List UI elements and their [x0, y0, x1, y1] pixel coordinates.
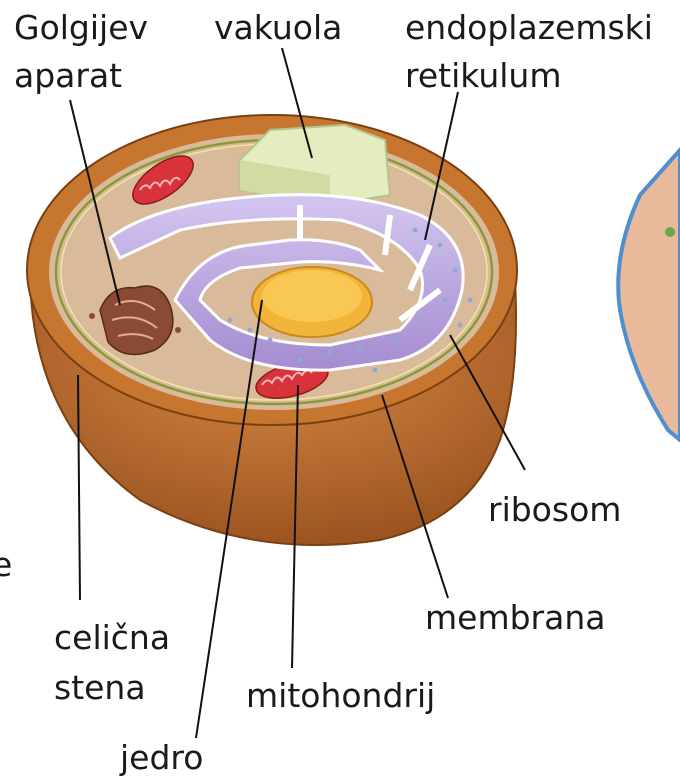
ribosome-label: ribosom: [488, 490, 621, 530]
left-edge-fragment: e: [0, 545, 12, 585]
er-label-line1: endoplazemski: [405, 8, 653, 48]
membrane-label: membrana: [425, 598, 605, 638]
vacuole-shape: [240, 125, 390, 205]
cell-wall-label-line1: celična: [54, 618, 170, 658]
cell-wall-label-line2: stena: [54, 668, 146, 708]
golgi-label-line1: Golgijev: [14, 8, 148, 48]
vacuole-label: vakuola: [214, 8, 342, 48]
nucleus-label: jedro: [120, 738, 203, 778]
nucleus-shape: [252, 267, 372, 337]
mitochondrion-label: mitohondrij: [246, 676, 435, 716]
er-label-line2: retikulum: [405, 56, 562, 96]
neighbor-cell: [618, 150, 680, 440]
golgi-label-line2: aparat: [14, 56, 122, 96]
